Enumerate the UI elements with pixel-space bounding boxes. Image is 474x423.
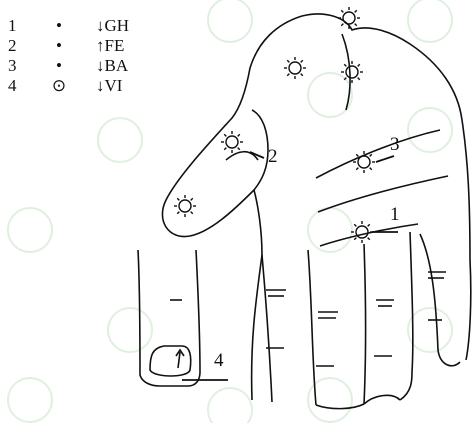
- callout-line-2: [250, 152, 264, 158]
- legend-number: 3: [8, 56, 22, 76]
- callout-label-1: 1: [390, 204, 400, 226]
- callout-label-2: 2: [268, 146, 278, 168]
- legend-number: 4: [8, 76, 22, 96]
- callout-label-4: 4: [214, 350, 224, 372]
- legend-number: 1: [8, 16, 22, 36]
- legend-label: ↑FE: [96, 36, 124, 56]
- legend-number: 2: [8, 36, 22, 56]
- dot-symbol: •: [50, 16, 68, 36]
- dot-symbol: •: [50, 36, 68, 56]
- legend-label: ↓GH: [96, 16, 129, 36]
- dot-symbol: •: [50, 56, 68, 76]
- acupoint-marker: [341, 61, 363, 83]
- legend-label: ↓BA: [96, 56, 128, 76]
- watermark-pattern: [8, 0, 452, 423]
- callout-line-3: [376, 156, 394, 162]
- hand-outline: [162, 14, 470, 409]
- circled-dot-symbol: ⊙: [50, 76, 68, 96]
- callout-label-3: 3: [390, 134, 400, 156]
- acupoint-marker: [284, 57, 306, 79]
- legend-label: ↓VI: [96, 76, 122, 96]
- acupoint-marker: [174, 195, 196, 217]
- acupoint-marker: [221, 131, 243, 153]
